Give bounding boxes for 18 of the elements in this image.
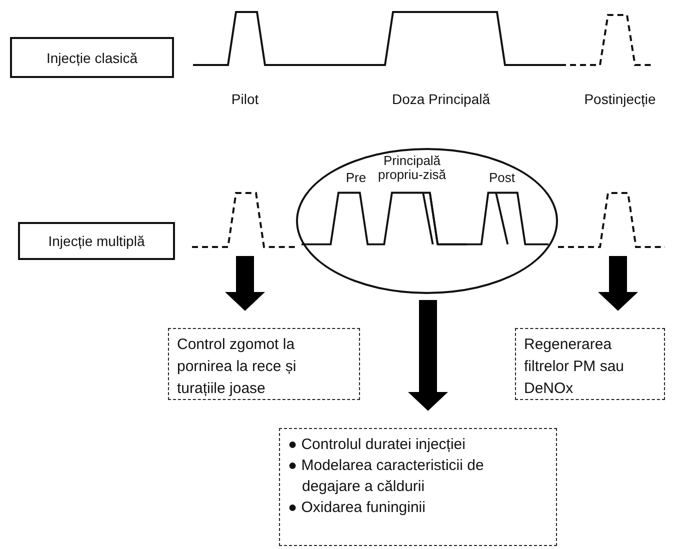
pulse-label: Pre [346, 171, 366, 186]
main-injection-ellipse [296, 148, 558, 294]
label-box: Injecție clasică [10, 37, 174, 78]
effect-box: Regenerarea filtrelor PM sau DeNOx [515, 328, 665, 400]
pulse-label: Pilot [231, 91, 259, 107]
label-box: Injecție multiplă [18, 222, 175, 260]
pulse-label: Doza Principală [392, 91, 490, 107]
pulse-label: Postinjecție [584, 91, 656, 107]
block-arrow [225, 256, 265, 311]
effects-box [279, 428, 557, 546]
block-arrow [408, 300, 448, 411]
pulse-label: Principală propriu-zisă [377, 154, 447, 183]
block-arrow [598, 256, 638, 311]
pulse-label: Post [489, 171, 515, 186]
list-item: ● Controlul duratei injecției [288, 435, 466, 455]
list-item: ● Oxidarea funinginii [288, 498, 426, 518]
effect-box: Control zgomot la pornirea la rece și turațiile joase [168, 328, 360, 400]
list-item: ● Modelarea caracteristicii de degajare a căldurii [288, 456, 485, 497]
